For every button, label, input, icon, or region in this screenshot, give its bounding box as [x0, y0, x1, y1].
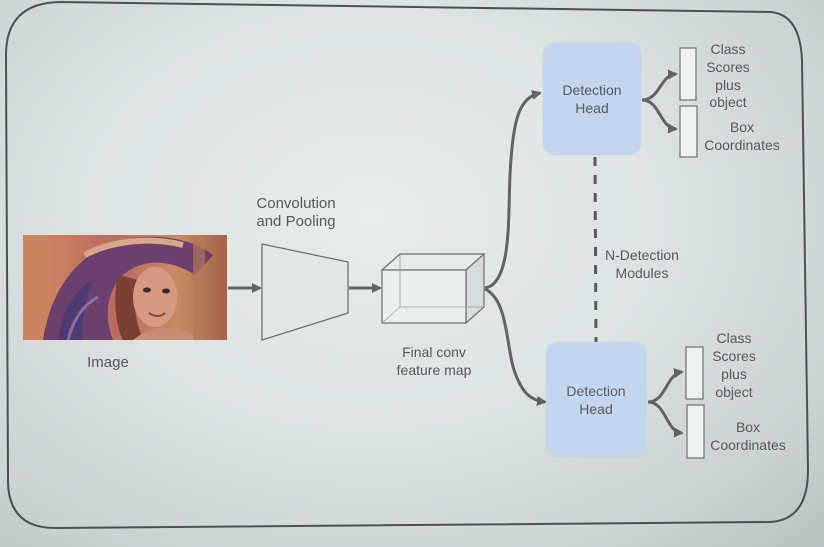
modules-label-line1: N-Detection [605, 247, 679, 263]
top-class-label-line1: Class [710, 41, 746, 57]
arrow-bottom-head-to-box [647, 400, 684, 438]
top-class-label-line4: object [709, 94, 747, 110]
input-image-photo [23, 235, 227, 340]
bottom-class-label-line2: Scores [712, 348, 756, 364]
top-detection-head: Detection Head [543, 43, 641, 155]
top-box-label-line2: Coordinates [704, 137, 780, 153]
bottom-box-label-line2: Coordinates [710, 437, 786, 453]
top-class-output-bar [679, 47, 697, 101]
arrow-top-head-to-class [641, 69, 678, 102]
bottom-class-label-line1: Class [716, 330, 752, 346]
top-class-label-line2: Scores [706, 59, 750, 75]
arrow-bottom-head-to-class [647, 368, 684, 404]
bottom-class-label-line3: plus [721, 366, 747, 382]
arrow-top-head-to-box [641, 98, 678, 134]
feature-label-line2: feature map [396, 362, 472, 378]
bottom-box-output-bar [686, 404, 705, 459]
bottom-box-label-line1: Box [735, 419, 761, 435]
modules-label-line2: Modules [615, 265, 669, 281]
bottom-class-output-bar [685, 346, 704, 400]
conv-label-line2: and Pooling [256, 213, 336, 230]
feature-map-cube [380, 252, 486, 325]
top-head-label-line2: Head [575, 100, 609, 116]
image-label: Image [87, 354, 129, 371]
conv-label-line1: Convolution [256, 195, 336, 212]
top-box-label-line1: Box [729, 119, 755, 135]
feature-label-line1: Final conv [402, 344, 466, 360]
bottom-class-label-line4: object [715, 384, 753, 400]
top-class-label-line3: plus [715, 77, 741, 93]
slide-frame [4, 0, 810, 530]
arrow-feature-to-top-head [484, 90, 542, 290]
bottom-detection-head: Detection Head [546, 342, 646, 457]
n-detection-dashed-line [593, 156, 598, 343]
top-box-output-bar [679, 105, 698, 158]
bottom-head-label-line1: Detection [566, 383, 626, 399]
arrow-feature-to-bottom-head [484, 287, 547, 406]
top-head-label-line1: Detection [562, 82, 622, 98]
bottom-head-label-line2: Head [579, 401, 613, 417]
conv-pool-trapezoid [261, 243, 349, 341]
